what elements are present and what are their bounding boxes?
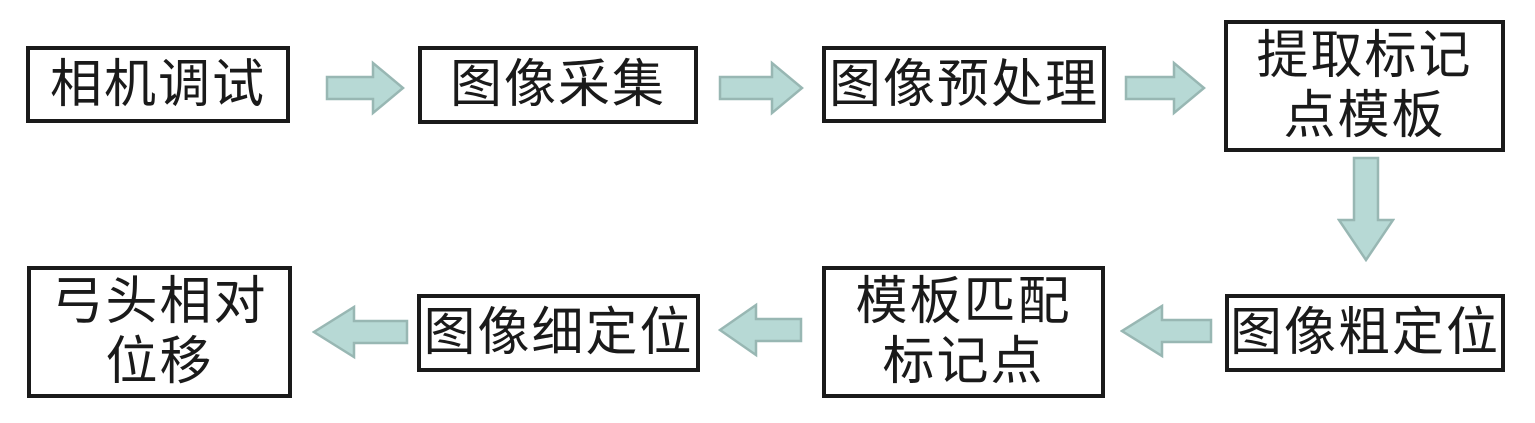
flow-box-extract-marker-template: 提取标记 点模板 xyxy=(1224,20,1505,152)
flow-box-label: 模板匹配 标记点 xyxy=(855,272,1072,392)
flow-box-label: 图像粗定位 xyxy=(1229,303,1500,363)
arrow-left-icon xyxy=(312,304,409,360)
flow-box-label: 相机调试 xyxy=(49,54,266,115)
flow-box-image-preprocessing: 图像预处理 xyxy=(822,46,1106,123)
flow-box-camera-debug: 相机调试 xyxy=(26,46,290,123)
flow-box-image-acquisition: 图像采集 xyxy=(418,46,698,124)
flow-box-image-coarse-localization: 图像粗定位 xyxy=(1225,294,1505,372)
flow-box-label: 弓头相对 位移 xyxy=(51,272,268,392)
flow-box-template-match-markers: 模板匹配 标记点 xyxy=(822,266,1105,398)
flow-box-label: 提取标记 点模板 xyxy=(1256,26,1473,146)
arrow-left-icon xyxy=(1120,303,1213,359)
flow-box-label: 图像细定位 xyxy=(423,303,694,363)
arrow-right-icon xyxy=(1124,60,1206,116)
flow-box-image-fine-localization: 图像细定位 xyxy=(417,294,700,372)
arrow-down-icon xyxy=(1337,156,1395,262)
arrow-left-icon xyxy=(718,302,803,358)
flow-box-label: 图像预处理 xyxy=(828,54,1099,115)
flow-box-label: 图像采集 xyxy=(449,55,666,115)
arrow-right-icon xyxy=(718,60,804,116)
flow-box-pantograph-head-relative-displacement: 弓头相对 位移 xyxy=(27,266,292,398)
arrow-right-icon xyxy=(325,60,405,116)
